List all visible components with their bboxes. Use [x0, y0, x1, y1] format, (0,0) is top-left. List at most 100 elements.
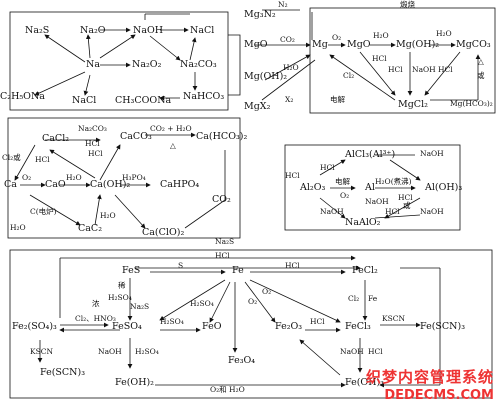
label-na2s-fe: Na₂S	[215, 237, 235, 246]
label-calcine: 煅烧	[400, 0, 415, 9]
label-ca: Ca	[4, 179, 17, 190]
label-al2o3: Al₂O₃	[300, 182, 326, 193]
label-delta-ca: △	[170, 141, 176, 150]
label-cahpo4: CaHPO₄	[160, 179, 200, 190]
label-fe2so43: Fe₂(SO₄)₃	[12, 321, 57, 332]
label-electrolysis-mg: 电解	[330, 95, 345, 104]
label-naoh-a-fe: NaOH	[98, 347, 122, 356]
fe-panel-frame	[9, 249, 493, 399]
label-naoh-c-al: NaOH	[320, 207, 344, 216]
label-nacl-top: NaCl	[190, 25, 215, 36]
label-na2s: Na₂S	[25, 25, 50, 36]
label-electrolysis-al: 电解	[335, 177, 350, 186]
label-hcl-b-fe: HCl	[310, 317, 325, 326]
label-cao: CaO	[45, 179, 66, 190]
label-feoh2: Fe(OH)₂	[115, 377, 154, 388]
label-mgoh2-right: Mg(OH)₂	[396, 39, 440, 50]
watermark-url: DEDECMS.COM	[384, 388, 494, 403]
label-fe2o3: Fe₂O₃	[275, 321, 303, 332]
label-mgx2: MgX₂	[244, 101, 271, 112]
label-mgcl2: MgCl₂	[398, 99, 428, 110]
label-or-mg: 或	[477, 71, 485, 80]
label-hcl-c-fe: HCl	[368, 347, 383, 356]
label-feoh3: Fe(OH)₃	[345, 377, 384, 388]
label-caco3: CaCO₃	[120, 131, 152, 142]
label-mgo-left: MgO	[244, 39, 268, 50]
label-mg: Mg	[312, 39, 328, 50]
label-dilute: 稀	[118, 281, 126, 290]
label-ch3coona: CH₃COONa	[115, 95, 172, 106]
label-h2o-b: H₂O	[436, 29, 452, 38]
label-naoh-a-al: NaOH	[420, 149, 444, 158]
label-aloh3: Al(OH)₃	[425, 182, 463, 193]
label-co2: CO₂	[280, 35, 295, 44]
label-mgco3: MgCO₃	[456, 39, 491, 50]
label-cl2-or: Cl₂或	[2, 153, 21, 162]
label-h3po4: H₃PO₄	[122, 173, 146, 182]
label-hcl-c-mg: HCl	[438, 65, 453, 74]
label-conc: 浓	[92, 299, 100, 308]
ca-panel-frame	[7, 117, 241, 239]
label-hcl-fe: HCl	[285, 261, 300, 270]
label-cl2-fe: Cl₂	[348, 294, 360, 303]
label-h2o-b-ca: H₂O	[10, 223, 26, 232]
label-fescn3-a: Fe(SCN)₃	[420, 321, 466, 332]
label-o2-mg: O₂	[332, 33, 342, 42]
label-or-al: 或	[403, 201, 411, 210]
label-hcl-a-mg: HCl	[372, 54, 387, 63]
label-h2so4-b-fe: H₂SO₄	[190, 299, 214, 308]
label-co2-h2o: CO₂ + H₂O	[150, 124, 192, 133]
label-hcl-a-al: HCl	[285, 171, 300, 180]
label-na2o2: Na₂O₂	[132, 59, 162, 70]
label-o2-ca: O₂	[22, 173, 32, 182]
al-panel-frame	[284, 144, 461, 231]
label-al: Al	[365, 182, 375, 193]
label-h2o-boil: H₂O(煮沸)	[375, 177, 412, 186]
label-nahco3: NaHCO₃	[183, 91, 225, 102]
label-cacl2: CaCl₂	[42, 133, 70, 144]
label-na2o: Na₂O	[80, 25, 106, 36]
label-h2so4-d-fe: H₂SO₄	[135, 347, 159, 356]
label-h2o-a: H₂O	[373, 31, 389, 40]
label-kscn-b: KSCN	[30, 347, 54, 356]
label-mgo-right: MgO	[347, 39, 371, 50]
label-h2o-a-ca: H₂O	[66, 173, 82, 182]
label-hcl-c-ca: HCl	[88, 149, 103, 158]
label-naoh-b-al: NaOH	[365, 197, 389, 206]
na-panel-frame	[9, 11, 229, 111]
label-cl2-mg: Cl₂	[343, 71, 355, 80]
label-naoh-mg: NaOH	[412, 65, 436, 74]
label-fe3o4: Fe₃O₄	[228, 355, 256, 366]
label-na2co3-ca: Na₂CO₃	[78, 124, 107, 133]
label-hcl-b-mg: HCl	[388, 65, 403, 74]
label-h2o-mg: H₂O	[283, 63, 299, 72]
label-fes: FeS	[122, 265, 141, 276]
label-n2: N₂	[278, 0, 288, 9]
mg-panel-frame	[309, 7, 496, 114]
label-mg3n2: Mg₃N₂	[244, 9, 276, 20]
watermark-text: 织梦内容管理系统	[365, 368, 494, 386]
label-o2-h2o: O₂和 H₂O	[210, 385, 245, 394]
label-naalo2: NaAlO₂	[345, 217, 381, 228]
label-cl2-hno3: Cl₂、HNO₃	[75, 314, 116, 323]
label-mgoh2-left: Mg(OH)₂	[244, 71, 288, 82]
label-na: Na	[86, 59, 100, 70]
label-co2-ca: CO₂	[212, 194, 231, 205]
label-s-fe: S	[178, 261, 184, 270]
label-naoh-d-al: NaOH	[420, 207, 444, 216]
label-c-furnace: C(电炉)	[30, 207, 57, 216]
label-delta-mg: △	[478, 57, 484, 66]
label-hcl-b-ca: HCl	[85, 139, 100, 148]
label-fecl3: FeCl₃	[345, 321, 371, 332]
label-naoh: NaOH	[133, 25, 164, 36]
label-h2so4-a-fe: H₂SO₄	[108, 293, 132, 302]
label-o2-a-fe: O₂	[248, 297, 258, 306]
label-feo: FeO	[202, 321, 222, 332]
label-mghco3: Mg(HCO₃)₂	[450, 99, 493, 108]
label-cac2: CaC₂	[78, 223, 103, 234]
label-c2h5ona: C₂H₅ONa	[0, 91, 45, 102]
label-fecl2: FeCl₂	[352, 265, 378, 276]
label-hcl-a-ca: HCl	[35, 155, 50, 164]
label-alcl3: AlCl₃(Al³⁺)	[345, 149, 396, 160]
